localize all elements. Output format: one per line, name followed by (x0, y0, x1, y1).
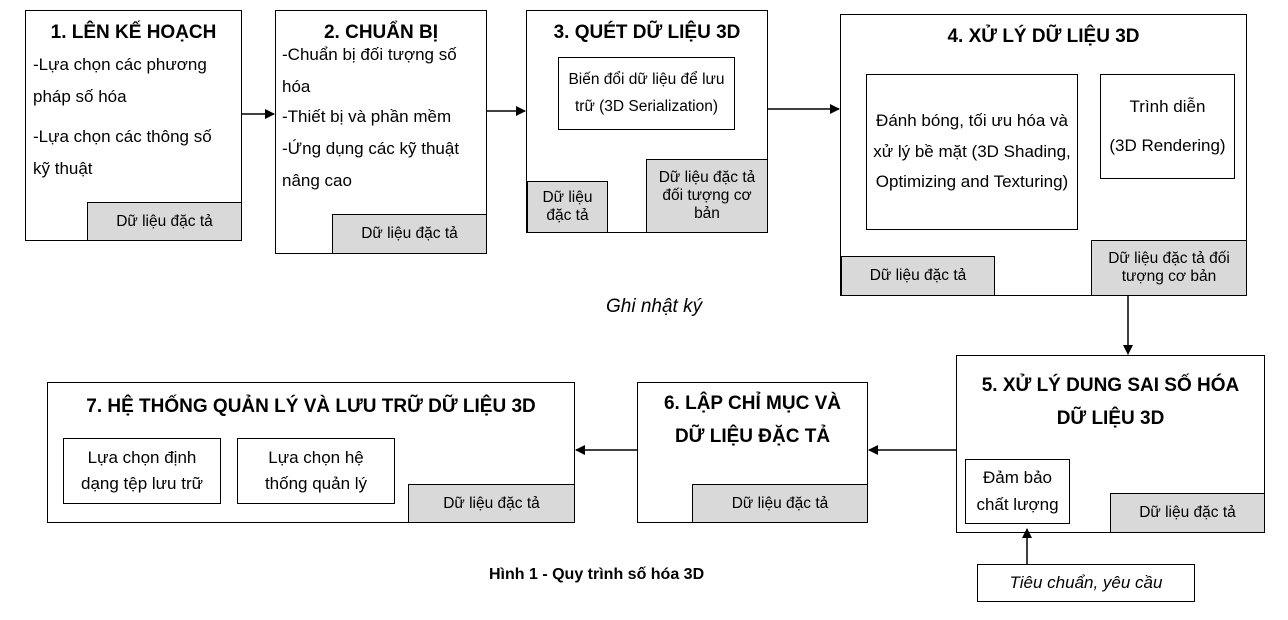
step-6-metadata: Dữ liệu đặc tả (692, 484, 868, 523)
step-4-metadata: Dữ liệu đặc tả (841, 256, 995, 296)
step-2-title: 2. CHUẨN BỊ (323, 22, 438, 43)
step-4-rendering-line-2: (3D Rendering) (1109, 136, 1226, 155)
step-2-item-3: -Ứng dụng các kỹ thuật nâng cao (282, 139, 460, 190)
step-5-box: 5. XỬ LÝ DUNG SAI SỐ HÓA DỮ LIỆU 3D Đảm … (956, 355, 1265, 533)
step-4-shading-box: Đánh bóng, tối ưu hóa và xử lý bề mặt (3… (866, 74, 1078, 230)
step-7-management-system-box: Lựa chọn hệ thống quản lý (237, 438, 395, 504)
step-4-title: 4. XỬ LÝ DỮ LIỆU 3D (947, 26, 1140, 47)
step-3-serialization-box: Biến đổi dữ liệu để lưu trữ (3D Serializ… (558, 57, 735, 130)
step-1-item-2: -Lựa chọn các thông số kỹ thuật (33, 127, 212, 178)
step-2-item-2: -Thiết bị và phần mềm (282, 107, 452, 126)
standards-box: Tiêu chuẩn, yêu cầu (977, 564, 1195, 602)
step-1-box: 1. LÊN KẾ HOẠCH -Lựa chọn các phương phá… (25, 10, 242, 241)
step-6-title: 6. LẬP CHỈ MỤC VÀ DỮ LIỆU ĐẶC TẢ (663, 393, 841, 448)
step-1-item-1: -Lựa chọn các phương pháp số hóa (33, 55, 207, 106)
step-7-box: 7. HỆ THỐNG QUẢN LÝ VÀ LƯU TRỮ DỮ LIỆU 3… (47, 382, 575, 523)
figure-caption: Hình 1 - Quy trình số hóa 3D (489, 566, 705, 583)
standards-label: Tiêu chuẩn, yêu cầu (1009, 573, 1163, 592)
step-3-box: 3. QUÉT DỮ LIỆU 3D Biến đổi dữ liệu để l… (526, 10, 768, 233)
step-7-file-format-box: Lựa chọn định dạng tệp lưu trữ (63, 438, 221, 504)
step-4-rendering-box: Trình diễn (3D Rendering) (1100, 74, 1235, 179)
step-2-box: 2. CHUẨN BỊ -Chuẩn bị đối tượng số hóa -… (275, 10, 487, 254)
step-1-metadata: Dữ liệu đặc tả (87, 202, 242, 241)
step-2-item-1: -Chuẩn bị đối tượng số hóa (282, 45, 457, 96)
step-5-quality-box: Đảm bảo chất lượng (965, 459, 1070, 524)
step-4-rendering-line-1: Trình diễn (1129, 96, 1206, 116)
step-5-metadata: Dữ liệu đặc tả (1110, 493, 1265, 533)
step-3-metadata: Dữ liệu đặc tả (527, 181, 608, 233)
step-2-metadata: Dữ liệu đặc tả (332, 214, 487, 254)
step-7-metadata: Dữ liệu đặc tả (408, 484, 575, 523)
step-3-title: 3. QUÉT DỮ LIỆU 3D (553, 22, 741, 43)
step-4-basic-object-metadata: Dữ liệu đặc tả đối tượng cơ bản (1091, 240, 1247, 296)
step-7-title: 7. HỆ THỐNG QUẢN LÝ VÀ LƯU TRỮ DỮ LIỆU 3… (86, 396, 536, 417)
step-5-title: 5. XỬ LÝ DUNG SAI SỐ HÓA DỮ LIỆU 3D (981, 375, 1240, 430)
log-label: Ghi nhật ký (606, 296, 703, 317)
step-1-title: 1. LÊN KẾ HOẠCH (50, 22, 217, 43)
step-3-basic-object-metadata: Dữ liệu đặc tả đối tượng cơ bản (646, 159, 768, 233)
step-4-box: 4. XỬ LÝ DỮ LIỆU 3D Đánh bóng, tối ưu hó… (840, 14, 1247, 296)
step-6-box: 6. LẬP CHỈ MỤC VÀ DỮ LIỆU ĐẶC TẢ Dữ liệu… (637, 382, 868, 523)
